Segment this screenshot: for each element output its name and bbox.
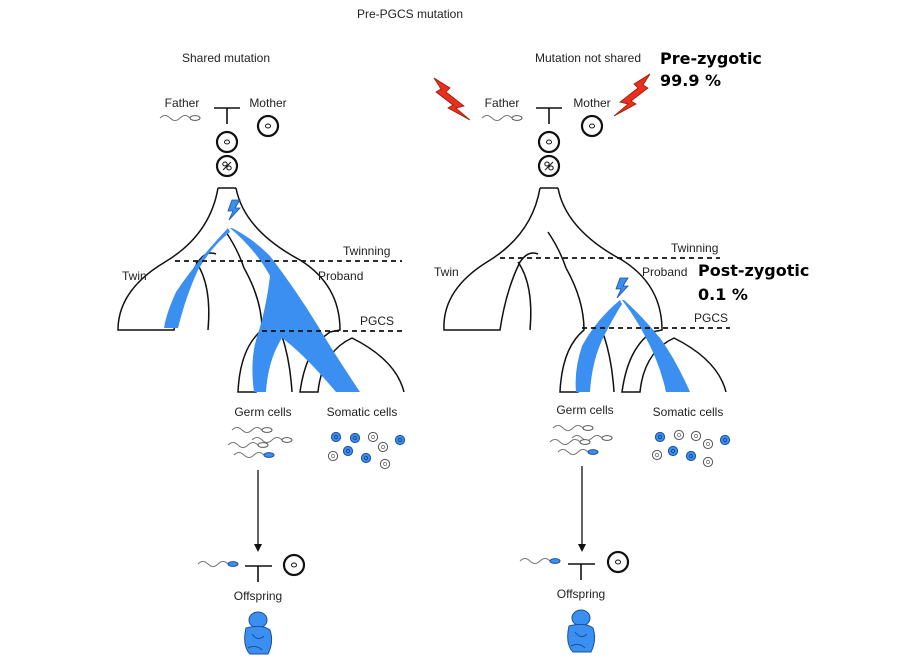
cell-icon	[330, 431, 342, 443]
mating-symbol	[536, 107, 562, 124]
right-twinning-label: Twinning	[671, 241, 718, 255]
right-germ-cells-label: Germ cells	[556, 403, 613, 417]
egg-icon	[256, 114, 280, 138]
left-mother-label: Mother	[249, 96, 286, 110]
cell-icon	[719, 434, 731, 446]
offspring-mating-symbol	[245, 565, 272, 582]
right-father-label: Father	[485, 96, 520, 110]
cell-icon	[377, 441, 389, 453]
prezygotic-label: Pre-zygotic	[660, 49, 762, 68]
right-twin-label: Twin	[434, 265, 459, 279]
mutant-lineage	[575, 300, 690, 392]
left-heading: Shared mutation	[182, 51, 270, 65]
right-pgcs-label: PGCS	[694, 311, 728, 325]
cell-icon	[702, 438, 714, 450]
prezygotic-value: 99.9 %	[660, 71, 721, 90]
cell-icon	[394, 434, 406, 446]
sperm-icon	[481, 115, 523, 121]
cell-icon	[349, 432, 361, 444]
baby-icon	[244, 611, 273, 655]
postzygotic-value: 0.1 %	[698, 285, 748, 304]
cell-icon	[673, 429, 685, 441]
cell-icon	[342, 445, 354, 457]
right-offspring-label: Offspring	[557, 587, 605, 601]
egg-icon	[282, 553, 306, 577]
egg-icon	[537, 130, 561, 154]
sperm-icon	[233, 452, 275, 458]
left-somatic-cells-label: Somatic cells	[327, 405, 398, 419]
left-panel: Shared mutation Father Mother Twinning	[117, 51, 406, 655]
sperm-icon	[552, 425, 594, 431]
cell-icon	[685, 450, 697, 462]
left-twin-label: Twin	[122, 269, 147, 283]
right-somatic-cells-label: Somatic cells	[653, 405, 724, 419]
egg-icon	[580, 114, 604, 138]
sperm-icon	[197, 561, 239, 567]
cell-icon	[690, 430, 702, 442]
cell-icon	[702, 456, 714, 468]
mating-symbol	[214, 107, 240, 124]
left-father-label: Father	[165, 96, 200, 110]
right-heading: Mutation not shared	[535, 51, 641, 65]
left-pgcs-label: PGCS	[360, 314, 394, 328]
offspring-mating-symbol	[568, 563, 595, 580]
cell-icon	[651, 449, 663, 461]
sperm-icon	[159, 115, 201, 121]
cell-icon	[367, 431, 379, 443]
zygote-icon	[215, 154, 239, 178]
sperm-icon	[231, 427, 273, 433]
sperm-icon	[519, 558, 561, 564]
lightning-icon	[227, 199, 241, 221]
sperm-icon	[251, 437, 293, 443]
right-panel: Mutation not shared Pre-zygotic 99.9 % F…	[433, 49, 809, 653]
left-offspring-label: Offspring	[234, 589, 282, 603]
cell-icon	[379, 458, 391, 470]
left-twinning-label: Twinning	[343, 244, 390, 258]
sperm-icon	[227, 442, 269, 448]
diagram-title: Pre-PGCS mutation	[357, 7, 463, 21]
cell-icon	[360, 452, 372, 464]
sperm-icon	[571, 435, 613, 441]
cell-icon	[327, 450, 339, 462]
postzygotic-label: Post-zygotic	[698, 261, 809, 280]
cell-icon	[654, 431, 666, 443]
right-mother-label: Mother	[573, 96, 610, 110]
egg-icon	[606, 550, 630, 574]
sperm-icon	[557, 449, 599, 455]
zygote-icon	[537, 154, 561, 178]
right-proband-label: Proband	[642, 265, 687, 279]
lightning-icon	[613, 73, 651, 117]
mutant-lineage	[164, 228, 360, 392]
lightning-icon	[615, 277, 629, 299]
left-proband-label: Proband	[318, 269, 363, 283]
egg-icon	[215, 130, 239, 154]
cell-icon	[667, 445, 679, 457]
lightning-icon	[433, 77, 471, 121]
sperm-icon	[549, 439, 591, 445]
baby-icon	[567, 609, 596, 653]
left-germ-cells-label: Germ cells	[234, 405, 291, 419]
